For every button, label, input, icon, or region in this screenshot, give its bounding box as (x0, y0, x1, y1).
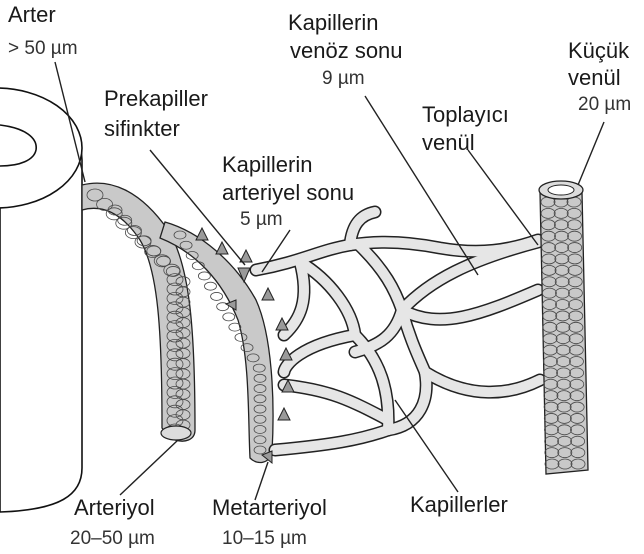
label-toplayici: Toplayıcı (422, 102, 509, 127)
label-arter: Arter (8, 2, 56, 27)
label-venoz-sonu: venöz sonu (290, 38, 403, 63)
label-venoz-size: 9 µm (322, 68, 365, 89)
sphincter (278, 408, 290, 420)
label-arteriyel-sonu: arteriyel sonu (222, 180, 354, 205)
leader-toplayici (468, 150, 538, 245)
sphincter (196, 228, 208, 240)
label-kapillerin-v: Kapillerin (288, 10, 379, 35)
leader-kucuk-venul (578, 122, 604, 185)
label-arteriyol-size: 20–50 µm (70, 528, 155, 549)
label-kapillerler: Kapillerler (410, 492, 508, 517)
artery (0, 88, 82, 512)
small-venule (539, 181, 588, 474)
sphincter (216, 242, 228, 254)
label-prekapiller: Prekapiller (104, 86, 208, 111)
label-kucuk: Küçük (568, 38, 630, 63)
arteriole (82, 183, 195, 441)
label-toplayici-venul: venül (422, 130, 475, 155)
label-metarteriyol-size: 10–15 µm (222, 528, 307, 549)
label-arteriyol: Arteriyol (74, 495, 155, 520)
label-sfinkter: sifinkter (104, 116, 180, 141)
leader-arteriyol (120, 440, 178, 495)
capillary-network (256, 212, 540, 450)
label-kucuk-size: 20 µm (578, 94, 631, 115)
label-metarteriyol: Metarteriyol (212, 495, 327, 520)
label-arter-size: > 50 µm (8, 38, 78, 59)
sphincter (262, 288, 274, 300)
label-kapillerin-a: Kapillerin (222, 152, 313, 177)
leader-kapillerler (395, 400, 458, 492)
label-arteriyel-size: 5 µm (240, 209, 283, 230)
label-kucuk-venul: venül (568, 65, 621, 90)
